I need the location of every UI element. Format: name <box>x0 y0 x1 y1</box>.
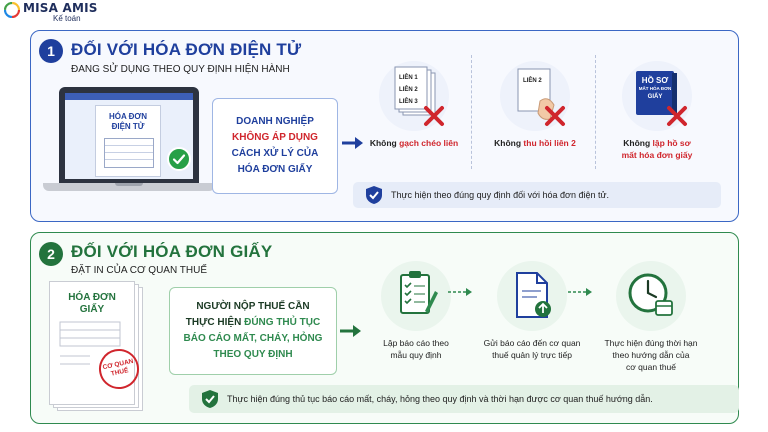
step3-line2: theo hướng dẫn của <box>612 350 690 360</box>
step2-line1: Gửi báo cáo đến cơ quan <box>483 338 581 348</box>
paper-grid-lines <box>59 321 121 365</box>
step1-line1: Lập báo cáo theo <box>383 338 449 348</box>
paper-title-line2: GIẤY <box>79 304 105 315</box>
book-title-line3: GIẤY <box>647 94 663 100</box>
doc-title-line1: HÓA ĐƠN <box>108 112 148 121</box>
file-book-icon <box>636 71 677 115</box>
copy-2-label: LIÊN 2 <box>523 78 542 84</box>
doc-title-line2: ĐIỆN TỬ <box>111 122 145 131</box>
red-x-icon <box>424 106 444 126</box>
section1-note-text: Thực hiện theo đúng quy định đối với hóa… <box>391 190 609 200</box>
step-create-report: Lập báo cáo theo mẫu quy định <box>361 261 471 361</box>
dashed-divider <box>595 55 596 169</box>
red-x-icon <box>667 106 687 126</box>
laptop-illustration: HÓA ĐƠN ĐIỆN TỬ <box>43 87 215 201</box>
step1-line2: mẫu quy định <box>390 350 442 360</box>
shield-check-icon <box>366 186 382 204</box>
document-upload-icon <box>516 272 551 318</box>
book-title-line1: HỒ SƠ <box>641 76 669 85</box>
logo-sub-text: Kế toán <box>53 14 81 23</box>
dashed-arrow-icon <box>568 288 592 296</box>
stacked-copies-icon <box>394 66 436 116</box>
copy-label-2: LIÊN 2 <box>399 87 418 93</box>
logo-brand-text: MISA AMIS <box>23 1 98 15</box>
step2-line2: thuế quản lý trực tiếp <box>492 350 572 360</box>
electronic-invoice-document: HÓA ĐƠN ĐIỆN TỬ <box>95 105 161 177</box>
dashed-divider <box>471 55 472 169</box>
section1-note-bar: Thực hiện theo đúng quy định đối với hóa… <box>353 182 721 208</box>
section-number-badge: 2 <box>39 242 63 266</box>
item-no-recall-copy-2: LIÊN 2 Không thu hồi liên 2 <box>477 61 593 149</box>
callout-line3: CÁCH XỬ LÝ CỦA <box>231 148 319 159</box>
red-x-icon <box>545 106 565 126</box>
paper-title-line1: HÓA ĐƠN <box>68 292 116 303</box>
clipboard-checklist-icon <box>400 271 438 314</box>
book-title-line2: MẤT HÓA ĐƠN <box>638 86 672 91</box>
section-subtitle: ĐANG SỬ DỤNG THEO QUY ĐỊNH HIỆN HÀNH <box>71 64 290 75</box>
item-no-lost-invoice-file: HỒ SƠ MẤT HÓA ĐƠN GIẤY Không lập hồ sơ m… <box>599 61 715 161</box>
arrow-right-icon <box>342 137 363 149</box>
item2-prefix: Không <box>494 138 524 148</box>
section2-note-text: Thực hiện đúng thủ tục báo cáo mất, cháy… <box>227 394 653 404</box>
clock-calendar-icon <box>628 273 673 316</box>
item-no-crossing-copies: LIÊN 1 LIÊN 2 LIÊN 3 Không gạch chéo liê… <box>359 61 469 149</box>
callout-line4: THEO QUY ĐỊNH <box>213 349 293 360</box>
item1-highlight: gạch chéo liên <box>399 138 459 148</box>
callout-line1: DOANH NGHIỆP <box>236 116 314 127</box>
item3-highlight: lập hồ sơ <box>652 138 691 148</box>
callout-line3: BÁO CÁO MẤT, CHÁY, HỎNG <box>183 333 323 344</box>
callout-line2-highlight: ĐÚNG THỦ TỤC <box>244 317 321 328</box>
check-icon <box>167 147 191 171</box>
callout-line2-prefix: THỰC HIỆN <box>185 317 245 328</box>
step-send-report: Gửi báo cáo đến cơ quan thuế quản lý trự… <box>467 261 597 361</box>
section-subtitle: ĐẶT IN CỦA CƠ QUAN THUẾ <box>71 265 208 276</box>
section-title: ĐỐI VỚI HÓA ĐƠN GIẤY <box>71 242 273 261</box>
callout-line2: KHÔNG ÁP DỤNG <box>232 132 318 143</box>
arrow-right-icon <box>340 325 361 337</box>
dashed-arrow-icon <box>448 288 472 296</box>
shield-check-icon <box>202 390 218 408</box>
section-electronic-invoice: 1 ĐỐI VỚI HÓA ĐƠN ĐIỆN TỬ ĐANG SỬ DỤNG T… <box>30 30 739 222</box>
step-meet-deadline: Thực hiện đúng thời hạn theo hướng dẫn c… <box>591 261 711 373</box>
section2-note-bar: Thực hiện đúng thủ tục báo cáo mất, cháy… <box>189 385 739 413</box>
misa-amis-logo: MISA AMIS Kế toán <box>4 2 98 23</box>
step3-line1: Thực hiện đúng thời hạn <box>604 338 698 348</box>
item2-highlight: thu hồi liên 2 <box>523 138 576 148</box>
item1-prefix: Không <box>369 138 400 148</box>
copy-label-3: LIÊN 3 <box>399 99 418 105</box>
taxpayer-callout-box: NGƯỜI NỘP THUẾ CẦN THỰC HIỆN ĐÚNG THỦ TỤ… <box>169 287 337 375</box>
section-title: ĐỐI VỚI HÓA ĐƠN ĐIỆN TỬ <box>71 40 302 59</box>
section-number-badge: 1 <box>39 39 63 63</box>
copy-label-1: LIÊN 1 <box>399 75 418 81</box>
paper-invoice-illustration: HÓA ĐƠN GIẤY CƠ QUAN THUẾ <box>49 281 145 413</box>
item3-prefix: Không <box>623 138 653 148</box>
callout-line4: HÓA ĐƠN GIẤY <box>237 164 313 175</box>
item3-highlight2: mất hóa đơn giấy <box>621 150 693 160</box>
business-callout-box: DOANH NGHIỆP KHÔNG ÁP DỤNG CÁCH XỬ LÝ CỦ… <box>212 98 338 194</box>
step3-line3: cơ quan thuế <box>626 362 676 372</box>
callout-line1: NGƯỜI NỘP THUẾ CẦN <box>196 301 310 312</box>
section-paper-invoice: 2 ĐỐI VỚI HÓA ĐƠN GIẤY ĐẶT IN CỦA CƠ QUA… <box>30 232 739 424</box>
misa-logo-icon <box>4 2 20 18</box>
